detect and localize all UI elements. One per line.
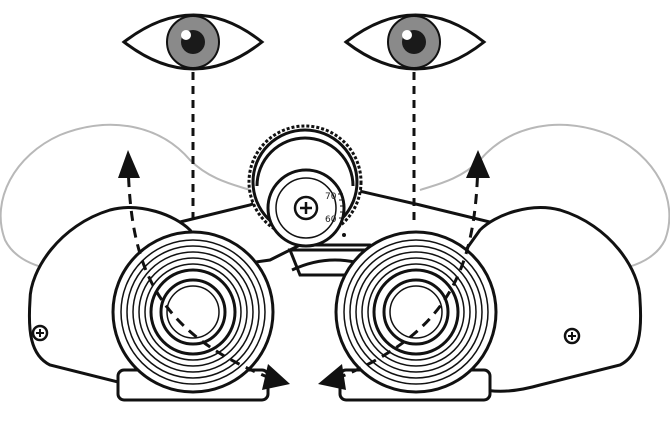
arrow-down-icon	[262, 364, 290, 390]
ghost-outline-left	[0, 123, 251, 274]
eye-icon	[343, 13, 487, 71]
screw-icon	[563, 327, 581, 345]
focus-knob-icon	[293, 195, 319, 221]
diopter-knob: 70 60	[266, 168, 346, 248]
arrow-down-icon	[318, 364, 346, 390]
arrow-up-icon	[118, 150, 140, 178]
right-adjust-arrow	[337, 159, 480, 380]
arrow-up-icon	[466, 150, 490, 178]
diopter-scale-label-top: 70	[325, 192, 337, 202]
left-adjust-arrow	[126, 159, 271, 380]
left-eyepiece	[111, 230, 275, 402]
diopter-scale-label-bottom: 60	[325, 215, 337, 225]
screw-icon	[31, 324, 49, 342]
eye-icon	[121, 13, 265, 71]
right-eyepiece	[334, 230, 498, 402]
